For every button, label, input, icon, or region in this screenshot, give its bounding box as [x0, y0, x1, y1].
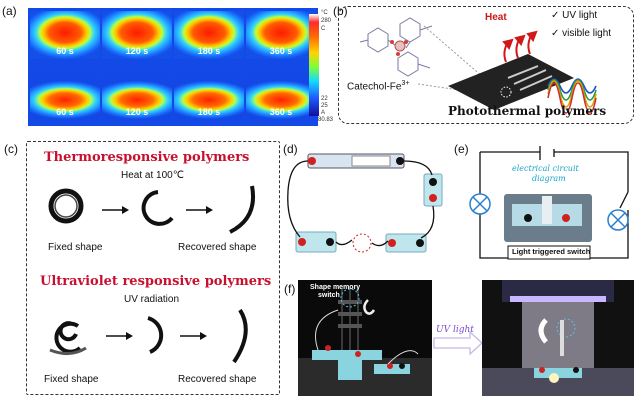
time-label: 360 s: [269, 46, 293, 56]
recovered-arc: [229, 185, 255, 234]
experiment-photo-after: [482, 280, 634, 396]
uv-title: Ultraviolet responsive polymers: [40, 274, 272, 289]
colorbar-mode: A: [321, 110, 326, 116]
thermal-frame-8: 360 s: [246, 72, 316, 120]
colorbar-top-value: 280: [321, 18, 332, 24]
lamp-icon: [469, 193, 491, 215]
photothermal-caption: Photothermal polymers: [448, 104, 607, 118]
fixed-coil: [48, 188, 84, 224]
shape-memory-box: [26, 141, 280, 395]
check-icon: ✓: [551, 28, 563, 39]
check-visible: ✓ visible light: [551, 28, 611, 39]
colorbar-unit: °C: [321, 10, 328, 16]
recovered-shape-label-1: Recovered shape: [178, 242, 257, 253]
gap-marker: [352, 233, 372, 253]
thermal-frame-7: 180 s: [174, 72, 244, 120]
uv-arrow: [433, 330, 483, 356]
uv-condition: UV radiation: [124, 294, 180, 305]
check-icon: ✓: [551, 10, 563, 21]
time-label: 60 s: [56, 46, 74, 56]
check-uv: ✓ UV light: [551, 10, 597, 21]
thermo-condition: Heat at 100℃: [121, 170, 184, 181]
fixed-roll: [54, 321, 82, 354]
switch-label-box: [507, 245, 591, 260]
colorbar-low-value-1: 22: [321, 96, 328, 102]
fixed-shape-label-2: Fixed shape: [44, 374, 99, 385]
recovered-shape-label-2: Recovered shape: [178, 374, 257, 385]
fe-center: [394, 40, 406, 52]
board-module: [312, 350, 382, 360]
time-label: 180 s: [197, 46, 221, 56]
time-label: 60 s: [56, 107, 74, 117]
time-label: 360 s: [269, 107, 293, 117]
thermo-shape-sequence: [48, 185, 255, 234]
time-label: 120 s: [125, 46, 149, 56]
half-recovered: [147, 316, 164, 354]
complex-label: Catechol-Fe3+: [347, 80, 409, 92]
temperature-colorbar: [309, 14, 319, 116]
light-switch-label: Light triggered switch: [512, 247, 591, 256]
circuit-board-photo: [287, 153, 443, 253]
time-label: 120 s: [125, 107, 149, 117]
thermal-frame-1: 60 s: [30, 11, 100, 59]
catechol-fe-molecule: [359, 17, 433, 77]
panel-a-label: (a): [2, 4, 17, 18]
lamp-icon: [607, 209, 629, 231]
diagram-label-line2: diagram: [532, 174, 566, 183]
thermal-image-panel: 60 s 120 s 180 s 360 s 60 s 120 s 180 s …: [28, 8, 318, 126]
memory-switch-label-2: switch: [318, 292, 340, 299]
experiment-photo-before: [298, 280, 432, 396]
diagram-label-line1: electrical circuit: [512, 164, 579, 173]
memory-switch-label-1: Shape memory: [310, 284, 361, 291]
colorbar-top-marker: C: [321, 26, 326, 32]
uv-shape-sequence: [49, 308, 248, 364]
panel-c-label: (c): [4, 142, 18, 156]
colorbar-low-value-2: 25: [321, 103, 328, 109]
uv-light-label: UV light: [562, 10, 598, 21]
polymer-film: [448, 54, 574, 110]
thermal-frame-5: 60 s: [30, 72, 100, 120]
fixed-shape-label-1: Fixed shape: [48, 242, 103, 253]
panel-e-label: (e): [454, 142, 469, 156]
partially-recovered: [141, 190, 174, 226]
time-label: 180 s: [197, 107, 221, 117]
panel-f-label: (f): [284, 282, 296, 296]
thermal-frame-4: 360 s: [246, 11, 316, 59]
thermal-frame-2: 120 s: [102, 11, 172, 59]
board-module: [534, 368, 582, 378]
visible-light-label: visible light: [562, 28, 612, 39]
photothermal-box: [338, 6, 634, 124]
thermal-frame-6: 120 s: [102, 72, 172, 120]
heat-label: Heat: [485, 12, 507, 23]
thermo-title: Thermoresponsive polymers: [44, 150, 250, 165]
complex-name: Catechol-Fe: [347, 81, 402, 93]
uv-light-arrow-label: UV light: [436, 325, 474, 335]
thermal-frame-3: 180 s: [174, 11, 244, 59]
recovered-sample: [538, 318, 548, 344]
complex-charge: 3+: [401, 80, 410, 87]
curled-sample: [363, 299, 376, 315]
panel-d-label: (d): [283, 142, 298, 156]
colorbar-reading: 80.83: [318, 117, 334, 123]
recovered-strip: [232, 308, 248, 364]
photothermal-illustration: [359, 17, 597, 114]
electrical-circuit-diagram: [469, 146, 629, 260]
